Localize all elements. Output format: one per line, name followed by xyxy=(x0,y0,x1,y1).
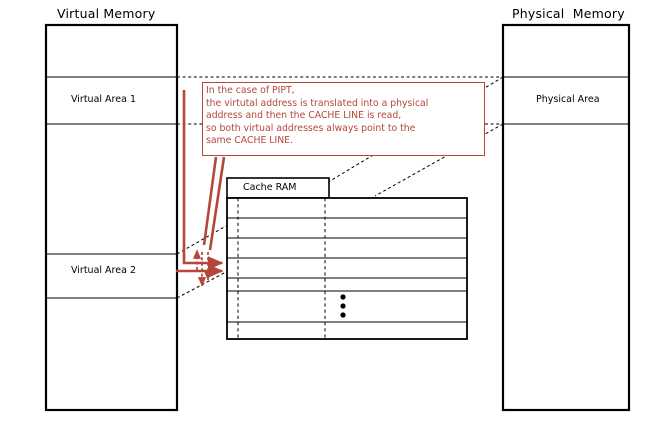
cache-ram-label: Cache RAM xyxy=(243,182,297,193)
red-arrow-virtual-area-1 xyxy=(182,90,224,270)
vertical-ellipsis-dot-3 xyxy=(340,312,346,318)
vertical-ellipsis-dot-2 xyxy=(340,303,346,309)
virtual-area-2-label: Virtual Area 2 xyxy=(71,265,136,276)
physical-area-label: Physical Area xyxy=(536,94,600,105)
dashed-diagonal-virtual-top xyxy=(176,225,227,255)
pipt-note-text: In the case of PIPT, the virtutal addres… xyxy=(206,85,429,147)
virtual-area-1-label: Virtual Area 1 xyxy=(71,94,136,105)
physical-memory-box xyxy=(501,23,631,412)
pipt-note-box xyxy=(202,82,485,156)
physical-memory-title: Physical Memory xyxy=(512,6,625,21)
red-arrow-note-leader xyxy=(202,156,218,246)
virtual-memory-title: Virtual Memory xyxy=(57,6,156,21)
vertical-ellipsis-dot-1 xyxy=(340,294,346,300)
red-arrow-note-leader-2 xyxy=(208,156,226,251)
virtual-memory-box xyxy=(44,23,179,412)
cache-ram-table-box xyxy=(226,197,468,340)
